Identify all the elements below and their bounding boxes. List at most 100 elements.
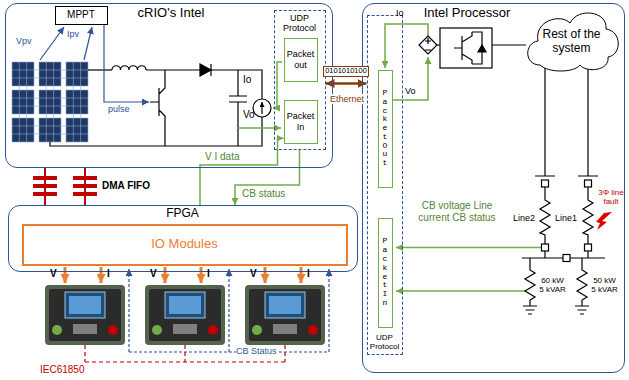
processor-panel: Intel ProcessorUDP Protocol Packet OutPac… (362, 3, 625, 373)
boost-converter-circuit (211, 70, 262, 99)
edge-label: V I data (205, 151, 239, 163)
signal-name: pulse (108, 104, 130, 114)
status-wire (128, 269, 129, 352)
node-title: Intel Processor (417, 6, 517, 21)
fpga-panel: FPGA IO Modules (8, 205, 358, 272)
box-label: Packet Out (381, 89, 389, 168)
pv-array (12, 90, 34, 114)
dma-fifo-symbol (73, 184, 97, 188)
relay-device (169, 296, 201, 314)
status-wire (129, 269, 329, 352)
fault-label: 3Φ line fault (596, 188, 626, 206)
boost-converter-circuit (50, 64, 271, 146)
relay-device (145, 285, 225, 345)
signal-name: Io (243, 74, 251, 86)
data-link (326, 82, 367, 85)
relay-device (45, 285, 125, 345)
iec-bracket (85, 345, 285, 362)
signal-name: Vo (243, 109, 255, 121)
relay-device (149, 289, 221, 341)
signal-name: CB Status (236, 346, 277, 356)
status-wire (129, 351, 329, 352)
packet-box: Packet In (284, 100, 318, 144)
protocol-label: IEC61850 (40, 364, 84, 376)
control-signal-wire (104, 25, 149, 102)
power-network (522, 60, 605, 314)
boost-converter-circuit (200, 64, 211, 76)
boost-converter-circuit (146, 69, 200, 70)
load-rating: 50 kW 5 kVAR (590, 276, 619, 294)
power-network (540, 187, 550, 244)
relay-device (152, 325, 162, 335)
iec-bracket (85, 345, 285, 362)
pv-array (66, 118, 88, 142)
pv-array (12, 118, 34, 142)
line-name: Line2 (513, 213, 535, 223)
relay-device (269, 296, 301, 314)
relay-device (45, 285, 325, 345)
analog-output-arrow (264, 267, 267, 283)
status-wire (328, 269, 329, 352)
analog-output-arrow (65, 267, 301, 283)
dma-fifo-symbol (33, 192, 57, 196)
pv-array (12, 62, 88, 142)
signal-name: Io (396, 8, 404, 18)
box-label: IO Modules (151, 237, 217, 252)
signal-name: I (207, 268, 210, 280)
boost-converter-circuit (150, 70, 165, 146)
analog-output-arrow (64, 267, 67, 283)
line-name: Line1 (555, 213, 577, 223)
boost-converter-circuit (50, 117, 262, 146)
relay-device (249, 289, 321, 341)
packet-box: Packet Out (378, 70, 393, 188)
pv-array (66, 90, 88, 114)
relay-device (165, 292, 205, 318)
control-signal-wire (40, 25, 149, 102)
control-signal-wire (40, 27, 64, 60)
control-signal-wire (84, 27, 92, 60)
relay-device (49, 289, 121, 341)
relay-device (73, 324, 97, 334)
analog-output-arrow (300, 267, 303, 283)
packet-box: Packet In (378, 218, 393, 328)
dma-fifo-symbol (33, 168, 97, 205)
edge-label: CB status (242, 188, 285, 200)
signal-name: Vpv (16, 36, 32, 46)
node-title: UDP Protocol (368, 333, 402, 351)
inverter-symbol (454, 32, 482, 64)
analog-output-arrow (100, 267, 103, 283)
relay-device (208, 325, 218, 335)
power-network (542, 244, 549, 251)
power-network (575, 258, 589, 314)
cloud-shape: Rest of the system (520, 5, 624, 73)
relay-device (252, 325, 262, 335)
pv-array (66, 62, 88, 86)
relay-device (245, 285, 325, 345)
power-network (585, 244, 592, 251)
dma-fifo-symbol (73, 192, 97, 196)
system-panel: cRIO's Intel MPPT UDP ProtocolPacket outPa… (5, 3, 333, 168)
node-title: FPGA (9, 207, 356, 221)
protocol-box: UDP Protocol Packet OutPacket In (367, 15, 403, 355)
power-network (583, 187, 593, 244)
node-title: UDP Protocol (275, 13, 325, 34)
signal-name: I (307, 268, 310, 280)
measurement-wire (393, 57, 428, 100)
box-label: MPPT (67, 9, 95, 21)
inverter-symbol (425, 38, 431, 50)
pv-array (39, 90, 61, 114)
signal-name: I (107, 268, 110, 280)
protocol-box: UDP ProtocolPacket outPacket In (274, 10, 326, 150)
relay-device (69, 296, 101, 314)
power-network (563, 255, 570, 262)
boost-converter-circuit (253, 99, 271, 117)
boost-converter-circuit (261, 102, 262, 114)
box-label: Rest of the system (536, 28, 608, 56)
signal-name: Vo (405, 86, 416, 96)
node-title: cRIO's Intel (111, 6, 231, 21)
relay-device (308, 325, 318, 335)
power-network (585, 180, 592, 187)
dma-fifo-symbol (33, 176, 57, 180)
